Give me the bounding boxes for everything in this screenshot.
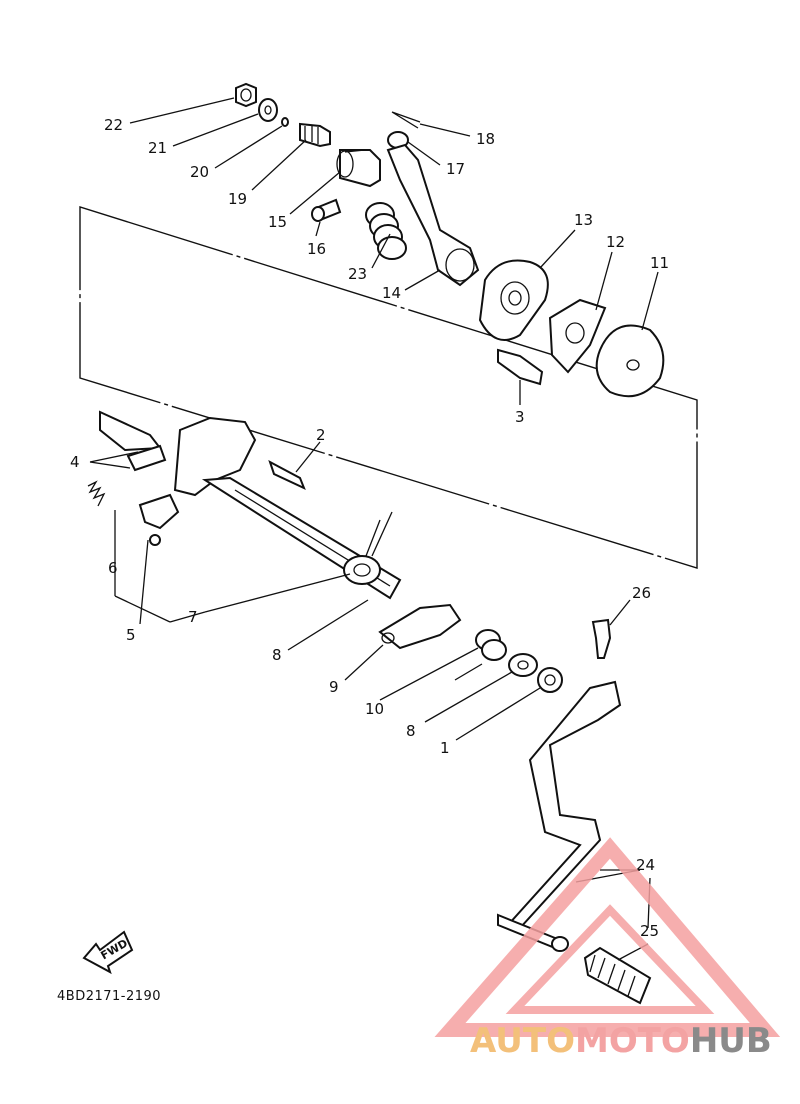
label-15: 15	[268, 213, 287, 231]
part-14-shift-arm	[386, 143, 480, 287]
watermark-triangle-icon	[434, 837, 781, 1037]
part-labels: 22 21 20 19 15 16 23 14 17 18 13 12 11 3…	[70, 116, 669, 940]
label-24: 24	[636, 856, 655, 874]
part-15-joint	[336, 149, 381, 188]
label-26: 26	[632, 584, 651, 602]
label-14: 14	[382, 284, 401, 302]
label-20: 20	[190, 163, 209, 181]
part-13-shift-cam	[478, 259, 549, 341]
part-11-disk	[595, 324, 665, 398]
label-18: 18	[476, 130, 495, 148]
part-26-bolt	[591, 618, 612, 659]
label-6: 6	[108, 559, 118, 577]
label-9: 9	[329, 678, 339, 696]
part-9-arm	[378, 603, 462, 650]
label-13: 13	[574, 211, 593, 229]
part-23-spring	[365, 202, 407, 260]
label-25: 25	[640, 922, 659, 940]
watermark-hub: HUB	[690, 1021, 772, 1061]
watermark-auto: AUTO	[470, 1021, 575, 1061]
label-23: 23	[348, 265, 367, 283]
part-19-bolt	[299, 122, 331, 148]
label-19: 19	[228, 190, 247, 208]
label-8-a: 8	[272, 646, 282, 664]
part-18-cotter-pin	[391, 111, 421, 129]
part-5-roller	[138, 493, 180, 546]
part-8-washer-a	[343, 555, 381, 585]
label-4: 4	[70, 453, 80, 471]
label-22: 22	[104, 116, 123, 134]
part-25-rubber	[583, 946, 652, 1005]
label-2: 2	[316, 426, 326, 444]
fwd-arrow-icon: FWD	[82, 930, 134, 975]
part-10-spring	[454, 629, 507, 681]
label-7: 7	[188, 608, 198, 626]
label-10: 10	[365, 700, 384, 718]
part-12-plate	[548, 298, 607, 374]
watermark-text: AUTOMOTOHUB	[470, 1021, 772, 1061]
part-1-collar	[537, 667, 563, 693]
part-4-shift-lever	[99, 410, 257, 497]
part-2-pin	[268, 459, 306, 490]
label-12: 12	[606, 233, 625, 251]
label-16: 16	[307, 240, 326, 258]
part-3-pin	[497, 348, 544, 386]
label-17: 17	[446, 160, 465, 178]
label-1: 1	[440, 739, 450, 757]
label-5: 5	[126, 626, 136, 644]
part-22-nut	[235, 82, 257, 108]
label-3: 3	[515, 408, 525, 426]
part-20-clip	[281, 117, 289, 127]
drawing-code: 4BD2171-2190	[57, 989, 161, 1004]
label-8-b: 8	[406, 722, 416, 740]
watermark-moto: MOTO	[575, 1021, 690, 1061]
part-6-spring	[87, 480, 106, 507]
part-16-pin	[311, 198, 342, 222]
part-21-washer	[258, 98, 278, 122]
part-8-washer-b	[508, 653, 538, 677]
label-21: 21	[148, 139, 167, 157]
label-11: 11	[650, 254, 669, 272]
watermark-logo	[434, 837, 781, 1037]
